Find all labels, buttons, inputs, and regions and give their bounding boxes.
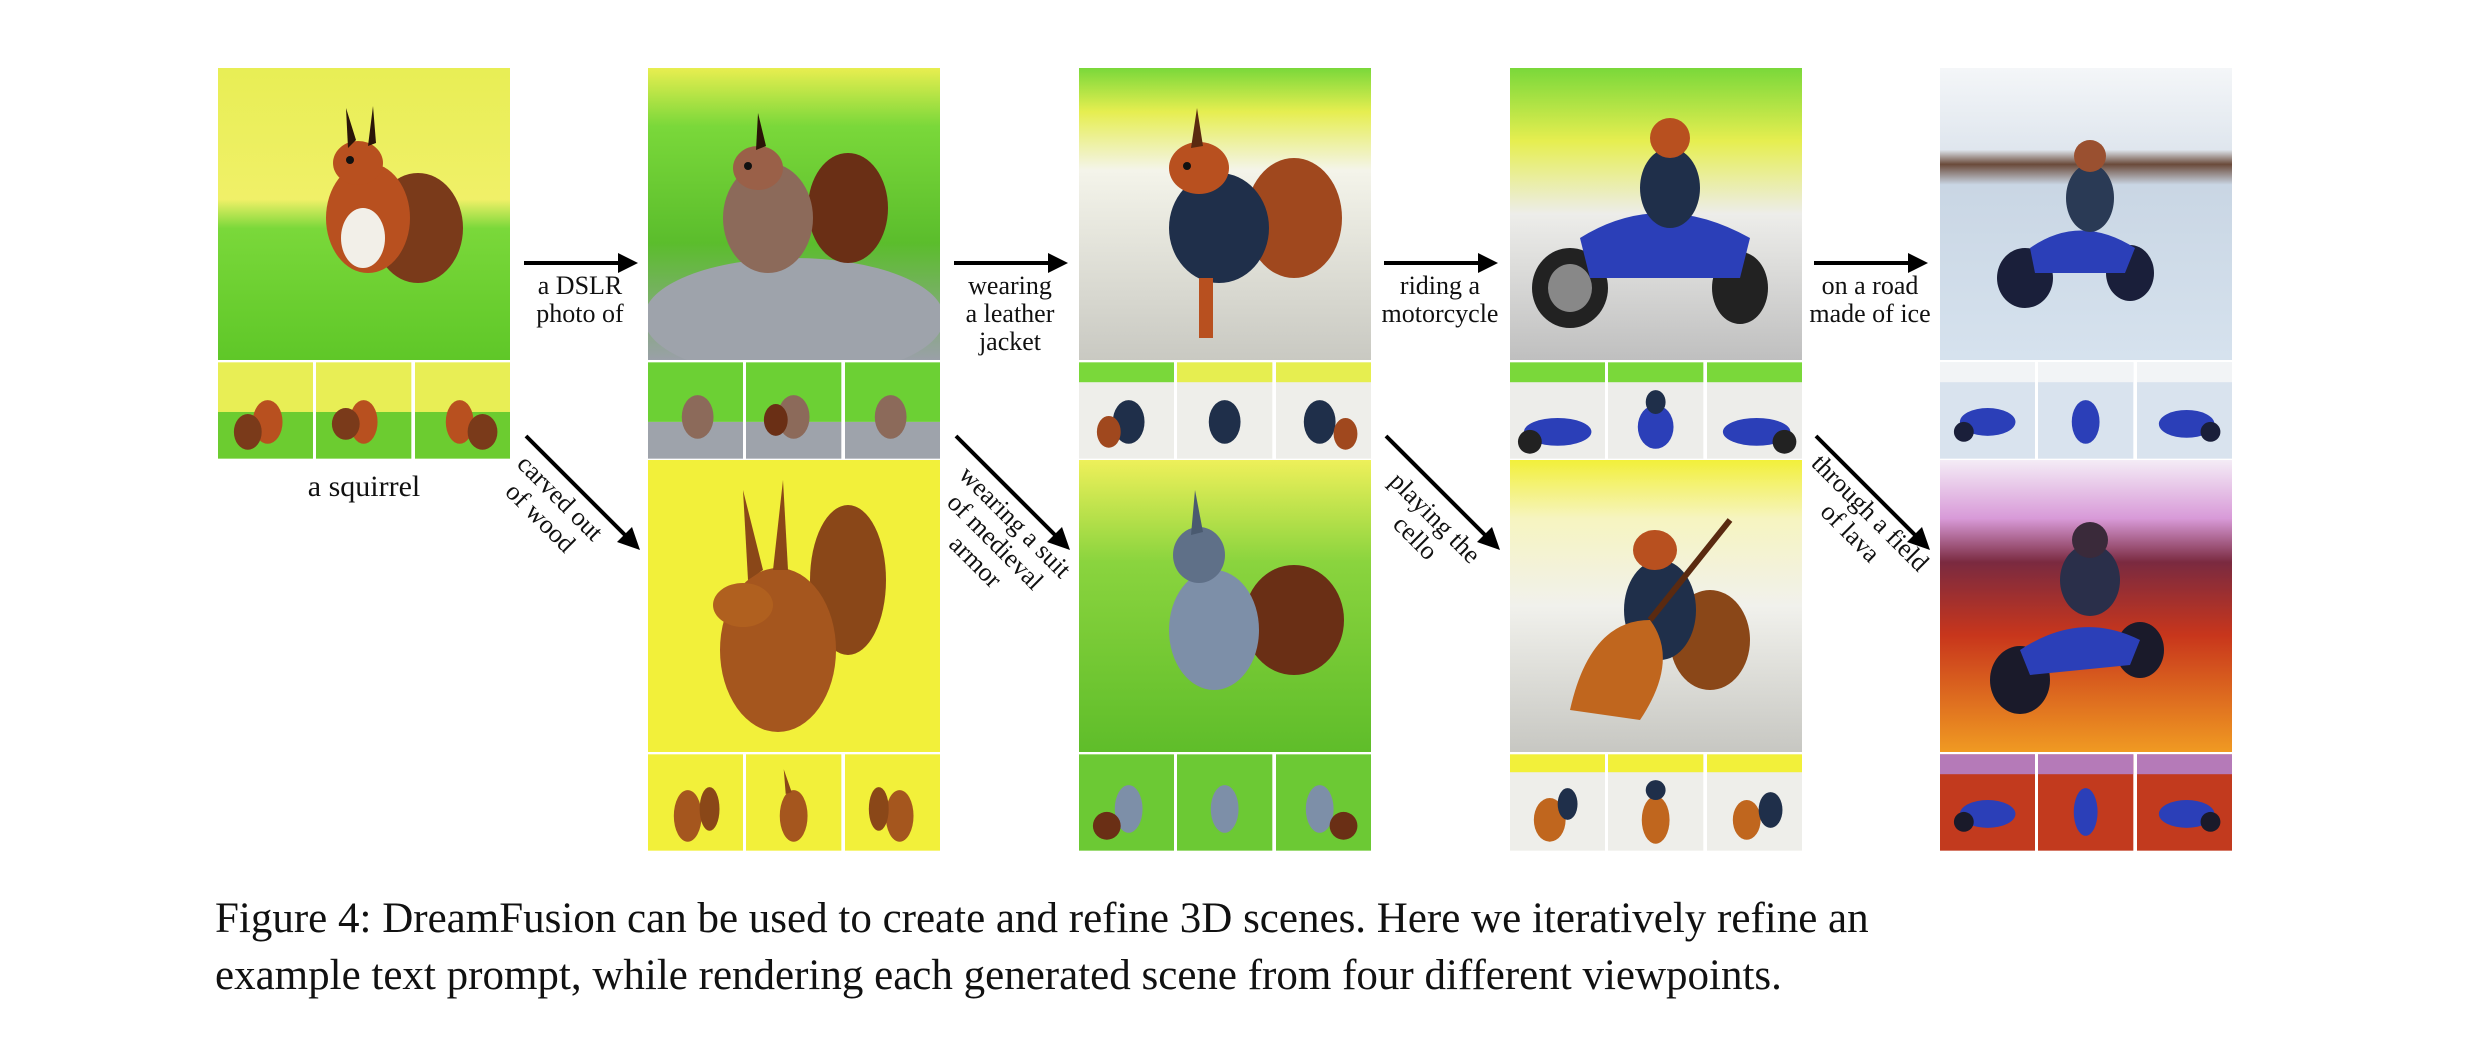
- view-thumbnail: [1706, 362, 1802, 459]
- scene-leather-jacket-main: [1079, 68, 1371, 360]
- root-prompt-label: a squirrel: [307, 470, 421, 503]
- view-thumbnail: [648, 362, 744, 459]
- scene-dslr-main: [648, 68, 940, 360]
- view-thumbnail: [1275, 362, 1371, 459]
- scene-wood-main: [648, 460, 940, 752]
- scene-armor-main: [1079, 460, 1371, 752]
- figure-caption: Figure 4: DreamFusion can be used to cre…: [215, 890, 2255, 1004]
- caption-line-2: example text prompt, while rendering eac…: [215, 952, 1782, 999]
- view-thumbnail: [414, 362, 510, 459]
- view-thumbnail: [1079, 754, 1175, 851]
- scene-wood-views: [648, 754, 940, 851]
- scene-leather-jacket-views: [1079, 362, 1371, 459]
- view-thumbnail: [2038, 754, 2134, 851]
- view-thumbnail: [2136, 362, 2232, 459]
- arrow-diagonal-icon: [1814, 434, 1930, 550]
- view-thumbnail: [1275, 754, 1371, 851]
- arrow-diagonal-icon: [1384, 434, 1500, 550]
- scene-ice-road-views: [1940, 362, 2232, 459]
- scene-lava-views: [1940, 754, 2232, 851]
- scene-cello-views: [1510, 754, 1802, 851]
- scene-squirrel-main: [218, 68, 510, 360]
- scene-motorcycle-main: [1510, 68, 1802, 360]
- view-thumbnail: [1940, 754, 2036, 851]
- scene-ice-road-main: [1940, 68, 2232, 360]
- arrow-diagonal-icon: [524, 434, 640, 550]
- view-thumbnail: [1079, 362, 1175, 459]
- view-thumbnail: [1706, 754, 1802, 851]
- arrow-right-icon: [1384, 253, 1498, 273]
- view-thumbnail: [844, 754, 940, 851]
- arrow-right-icon: [1814, 253, 1928, 273]
- caption-line-1: Figure 4: DreamFusion can be used to cre…: [215, 895, 1869, 942]
- scene-dslr-views: [648, 362, 940, 459]
- scene-motorcycle-views: [1510, 362, 1802, 459]
- view-thumbnail: [2038, 362, 2134, 459]
- scene-lava-main: [1940, 460, 2232, 752]
- arrow-right-icon: [954, 253, 1068, 273]
- scene-squirrel-views: [218, 362, 510, 459]
- view-thumbnail: [1608, 362, 1704, 459]
- view-thumbnail: [218, 362, 314, 459]
- view-thumbnail: [1510, 362, 1606, 459]
- view-thumbnail: [1510, 754, 1606, 851]
- view-thumbnail: [1608, 754, 1704, 851]
- view-thumbnail: [1177, 754, 1273, 851]
- view-thumbnail: [1940, 362, 2036, 459]
- view-thumbnail: [746, 754, 842, 851]
- arrow-right-icon: [524, 253, 638, 273]
- arrow-diagonal-icon: [954, 434, 1070, 550]
- view-thumbnail: [316, 362, 412, 459]
- view-thumbnail: [746, 362, 842, 459]
- scene-cello-main: [1510, 460, 1802, 752]
- view-thumbnail: [2136, 754, 2232, 851]
- view-thumbnail: [648, 754, 744, 851]
- view-thumbnail: [1177, 362, 1273, 459]
- scene-armor-views: [1079, 754, 1371, 851]
- view-thumbnail: [844, 362, 940, 459]
